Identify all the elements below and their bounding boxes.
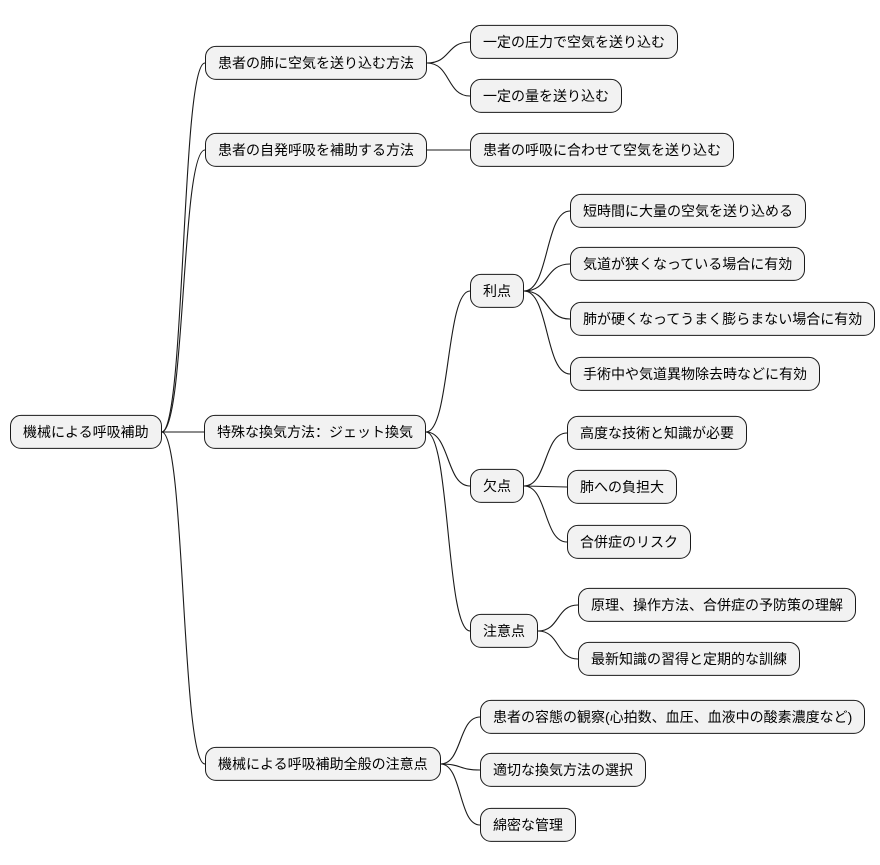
connector-line <box>161 149 206 433</box>
node-constant-pressure[interactable]: 一定の圧力で空気を送り込む <box>470 24 678 60</box>
connector-line <box>440 763 481 826</box>
node-mechanical-respiratory-support[interactable]: 機械による呼吸補助 <box>10 414 162 450</box>
node-disadvantage-skill-required[interactable]: 高度な技術と知識が必要 <box>567 415 747 451</box>
connector-line <box>161 62 206 433</box>
connector-line <box>523 290 571 320</box>
node-ventilation-selection[interactable]: 適切な換気方法の選択 <box>480 752 646 788</box>
node-constant-volume[interactable]: 一定の量を送り込む <box>470 78 622 114</box>
connector-line <box>440 763 481 771</box>
node-air-delivery-method[interactable]: 患者の肺に空気を送り込む方法 <box>205 45 427 81</box>
node-patient-monitoring[interactable]: 患者の容態の観察(心拍数、血圧、血液中の酸素濃度など) <box>480 699 866 735</box>
node-spontaneous-breathing-assist[interactable]: 患者の自発呼吸を補助する方法 <box>205 132 427 168</box>
connector-line <box>523 263 571 292</box>
connector-line <box>537 630 579 660</box>
node-precaution-understanding[interactable]: 原理、操作方法、合併症の予防策の理解 <box>578 587 856 623</box>
node-advantages[interactable]: 利点 <box>470 273 524 309</box>
node-advantage-narrow-airway[interactable]: 気道が狭くなっている場合に有効 <box>570 246 806 282</box>
connector-line <box>426 41 471 64</box>
node-disadvantage-complication-risk[interactable]: 合併症のリスク <box>567 524 691 560</box>
connector-line <box>523 485 568 543</box>
connector-line <box>425 431 471 487</box>
connector-line <box>523 210 571 292</box>
connector-line <box>426 62 471 97</box>
node-disadvantage-lung-burden[interactable]: 肺への負担大 <box>567 469 677 505</box>
connector-line <box>161 431 206 765</box>
connector-line <box>425 431 471 632</box>
connector-line <box>523 485 568 488</box>
node-close-management[interactable]: 綿密な管理 <box>480 807 576 843</box>
connector-line <box>425 290 471 433</box>
node-advantage-stiff-lung[interactable]: 肺が硬くなってうまく膨らまない場合に有効 <box>570 301 876 337</box>
node-advantage-rapid-large-volume[interactable]: 短時間に大量の空気を送り込める <box>570 193 806 229</box>
connector-line <box>523 290 571 375</box>
node-general-precautions[interactable]: 機械による呼吸補助全般の注意点 <box>205 746 441 782</box>
node-precautions[interactable]: 注意点 <box>470 613 538 649</box>
node-disadvantages[interactable]: 欠点 <box>470 468 524 504</box>
connector-line <box>537 604 579 632</box>
node-advantage-surgery-foreign-body[interactable]: 手術中や気道異物除去時などに有効 <box>570 356 820 392</box>
node-jet-ventilation[interactable]: 特殊な換気方法：ジェット換気 <box>204 414 426 450</box>
node-precaution-training[interactable]: 最新知識の習得と定期的な訓練 <box>578 641 800 677</box>
node-breath-synchronized-delivery[interactable]: 患者の呼吸に合わせて空気を送り込む <box>470 132 734 168</box>
connector-line <box>523 432 568 487</box>
connector-line <box>440 716 481 765</box>
